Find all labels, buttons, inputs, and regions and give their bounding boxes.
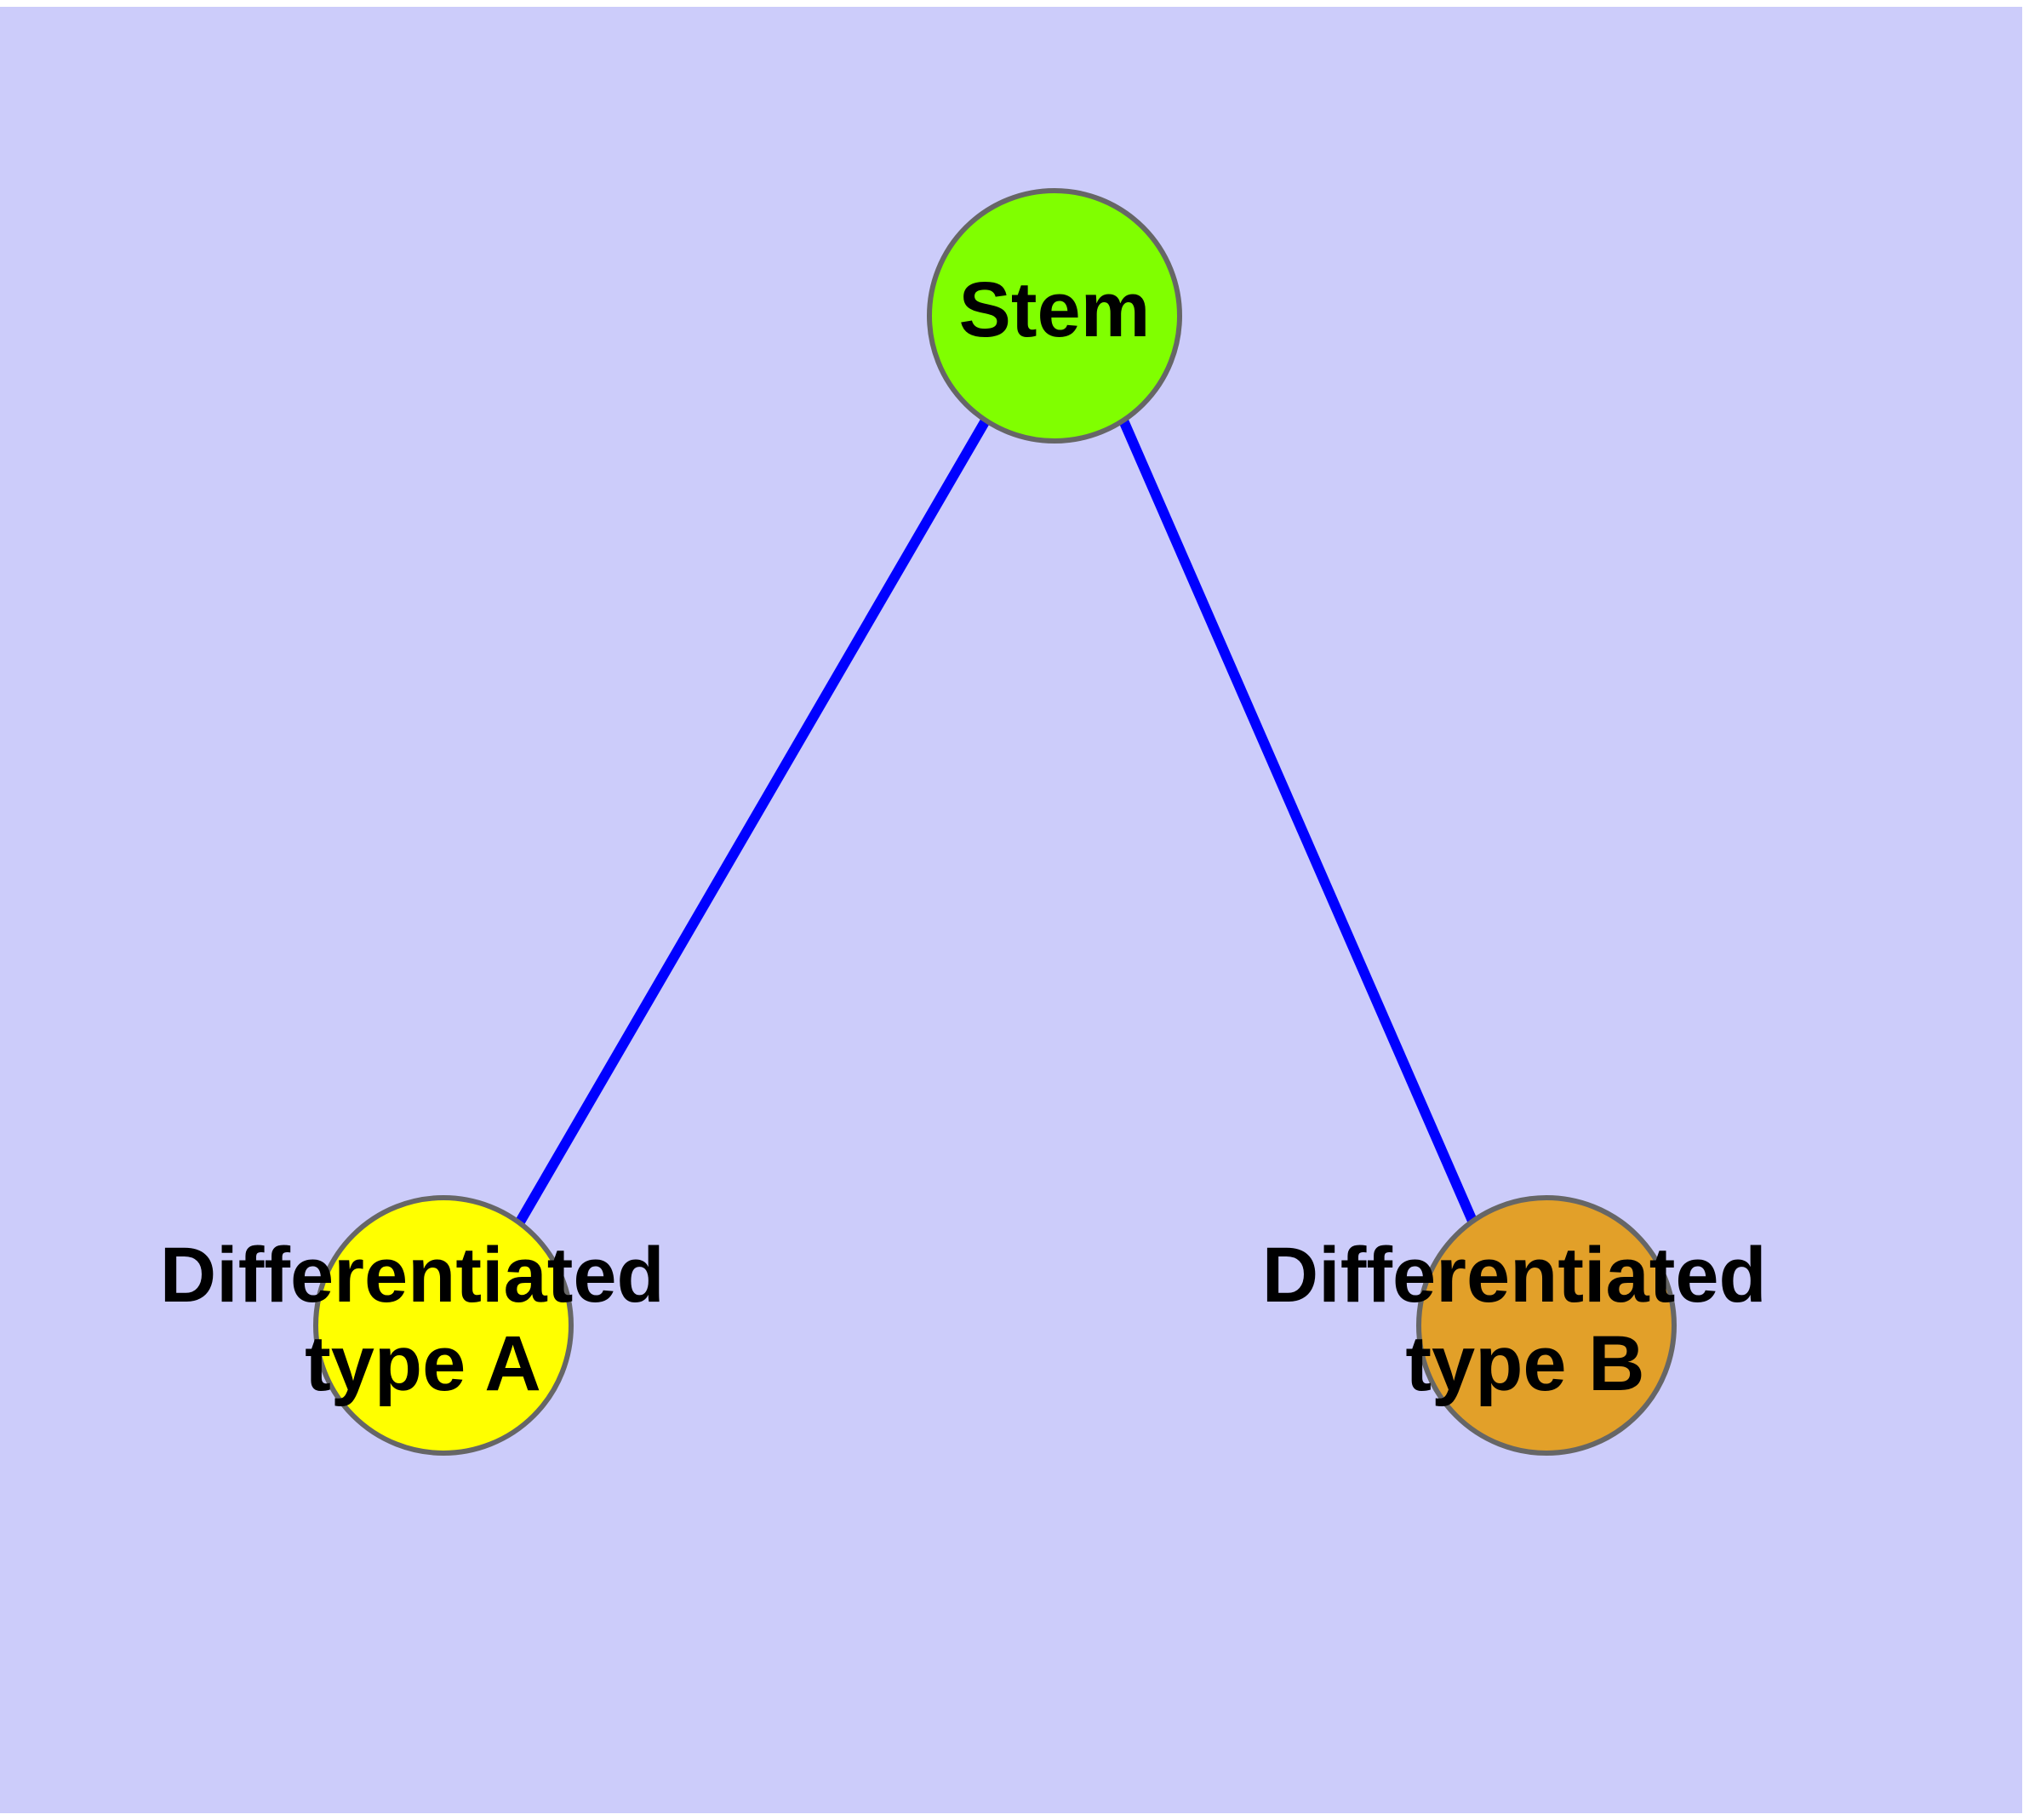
node-diff-a-label-line-1: Differentiated [160, 1232, 665, 1319]
edge-stem-to-diff-a[interactable] [514, 417, 991, 1227]
node-diff-a-circle[interactable] [313, 1195, 574, 1456]
node-diff-b-label-line-2: type B [1405, 1320, 1644, 1407]
node-diff-b-label: Differentiated type B [1262, 1232, 1789, 1407]
node-stem-label-line-1: Stem [959, 266, 1151, 353]
node-stem-label: Stem [959, 266, 1151, 353]
edges-layer [514, 417, 1480, 1229]
node-diff-b-label-line-1: Differentiated [1262, 1232, 1767, 1319]
node-labels-layer: Stem Differentiated type A Differentiate… [160, 266, 1789, 1407]
node-diff-a-label-line-2: type A [305, 1320, 541, 1407]
node-diff-a-label: Differentiated type A [160, 1232, 687, 1407]
edge-stem-to-diff-b[interactable] [1118, 418, 1480, 1229]
node-stem-circle[interactable] [927, 188, 1182, 444]
node-diff-b-circle[interactable] [1416, 1195, 1677, 1456]
nodes-layer [313, 188, 1677, 1456]
